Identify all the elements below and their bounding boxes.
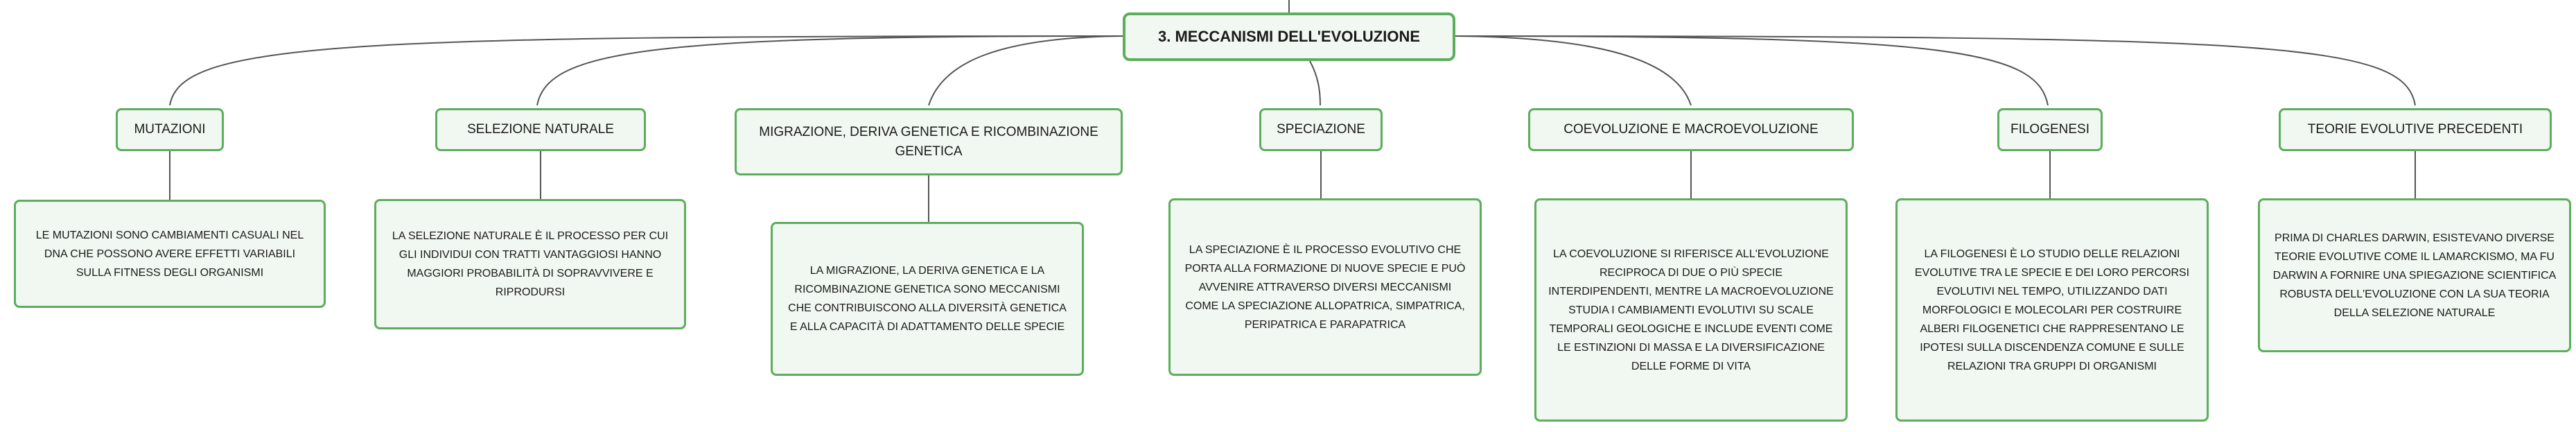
description-coevoluzione-macroevoluzione[interactable]: LA COEVOLUZIONE SI RIFERISCE ALL'EVOLUZI… <box>1534 198 1848 422</box>
description-migrazione-deriva-ricombinazione[interactable]: LA MIGRAZIONE, LA DERIVA GENETICA E LA R… <box>771 222 1084 376</box>
description-selezione-naturale[interactable]: LA SELEZIONE NATURALE È IL PROCESSO PER … <box>374 199 686 329</box>
description-speciazione[interactable]: LA SPECIAZIONE È IL PROCESSO EVOLUTIVO C… <box>1168 198 1482 376</box>
description-teorie-evolutive-precedenti[interactable]: PRIMA DI CHARLES DARWIN, ESISTEVANO DIVE… <box>2258 198 2571 352</box>
topic-migrazione-deriva-ricombinazione[interactable]: MIGRAZIONE, DERIVA GENETICA E RICOMBINAZ… <box>735 108 1123 175</box>
topic-mutazioni[interactable]: MUTAZIONI <box>116 108 224 151</box>
topic-coevoluzione-macroevoluzione[interactable]: COEVOLUZIONE E MACROEVOLUZIONE <box>1528 108 1854 151</box>
description-filogenesi[interactable]: LA FILOGENESI È LO STUDIO DELLE RELAZION… <box>1895 198 2209 422</box>
topic-speciazione[interactable]: SPECIAZIONE <box>1259 108 1383 151</box>
root-topic[interactable]: 3. MECCANISMI DELL'EVOLUZIONE <box>1123 12 1455 61</box>
description-mutazioni[interactable]: LE MUTAZIONI SONO CAMBIAMENTI CASUALI NE… <box>14 200 326 308</box>
topic-filogenesi[interactable]: FILOGENESI <box>1997 108 2103 151</box>
topic-selezione-naturale[interactable]: SELEZIONE NATURALE <box>435 108 646 151</box>
topic-teorie-evolutive-precedenti[interactable]: TEORIE EVOLUTIVE PRECEDENTI <box>2279 108 2552 151</box>
